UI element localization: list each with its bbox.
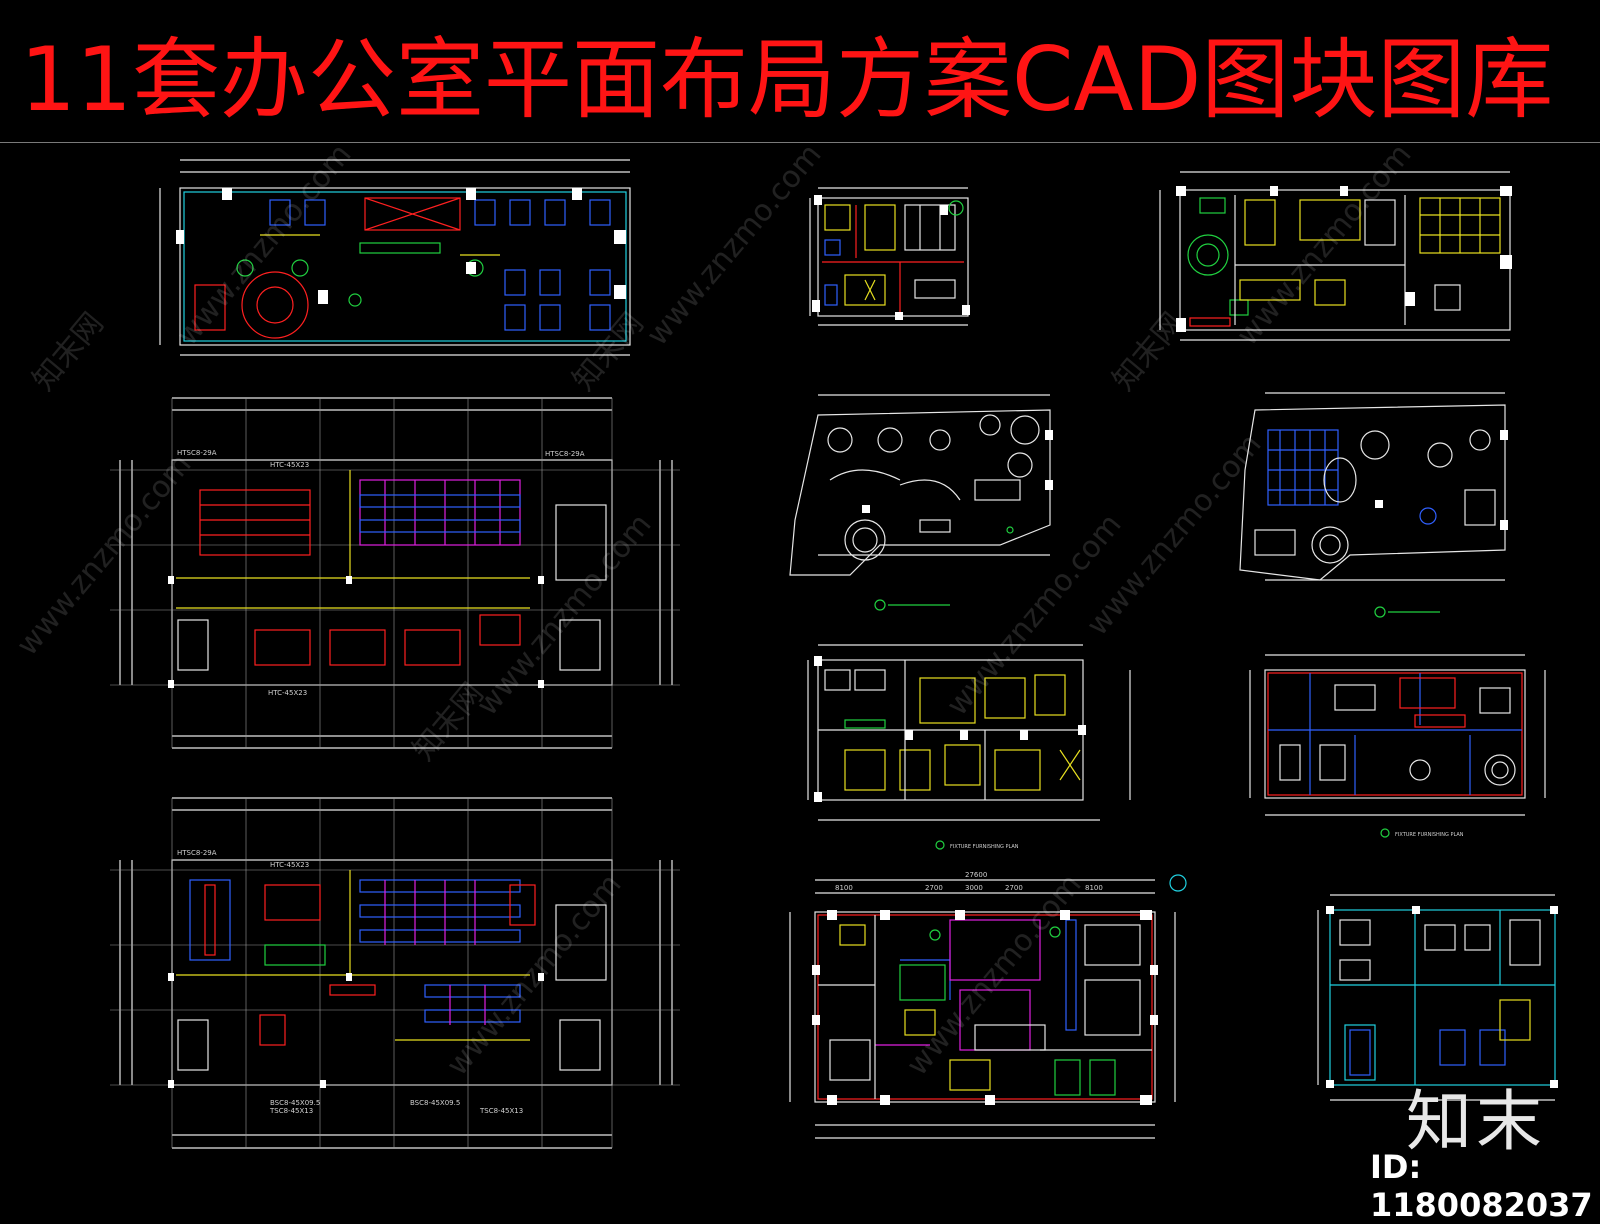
floor-plan-4 [809,187,970,326]
floor-plan-3: HTSC8-29A HTC-45X23 BSC8-45X09.5 TSC8-45… [110,797,680,1149]
door-type-label: BSC8-45X09.5 [270,1099,320,1107]
floor-plan-10: 27600 8100 2700 3000 2700 8100 [789,871,1187,1139]
floor-plan-11 [1317,894,1558,1101]
dimension-4: 2700 [1005,884,1023,892]
dimension-2: 2700 [925,884,943,892]
title-divider [0,142,1600,143]
wall-type-label: HTSC8-29A [177,449,217,457]
wall-type-label: HTSC8-29A [177,849,217,857]
id-label: ID: 1180082037 [1370,1148,1593,1224]
door-type-label-b: BSC8-45X09.5 [410,1099,460,1107]
page-title: 11套办公室平面布局方案CAD图块图库 [20,28,1554,131]
floor-plan-5 [1159,171,1512,341]
window-type-label: HTC-45X23 [270,461,309,469]
floor-plan-1 [159,159,631,356]
window-type-label-bottom: HTC-45X23 [268,689,307,697]
door-type-label-2: TSC8-45X13 [269,1107,313,1115]
floor-plan-6 [789,394,1053,611]
floor-plan-8: FIXTURE FURNISHING PLAN [807,644,1131,850]
floor-plan-9: FIXTURE FURNISHING PLAN [1249,654,1546,838]
brand-logo: 知末 [1406,1083,1546,1160]
dimension-5: 8100 [1085,884,1103,892]
floor-plan-2: HTSC8-29A HTC-45X23 HTC-45X23 HTSC8-29A [110,397,680,749]
floor-plan-7 [1239,392,1508,618]
wall-type-label-right: HTSC8-29A [545,450,585,458]
door-type-label-b2: TSC8-45X13 [479,1107,523,1115]
plan-caption: FIXTURE FURNISHING PLAN [950,844,1019,850]
window-type-label: HTC-45X23 [270,861,309,869]
dimension-1: 8100 [835,884,853,892]
dimension-3: 3000 [965,884,983,892]
overall-dimension: 27600 [965,871,987,879]
plan-caption-2: FIXTURE FURNISHING PLAN [1395,832,1464,838]
